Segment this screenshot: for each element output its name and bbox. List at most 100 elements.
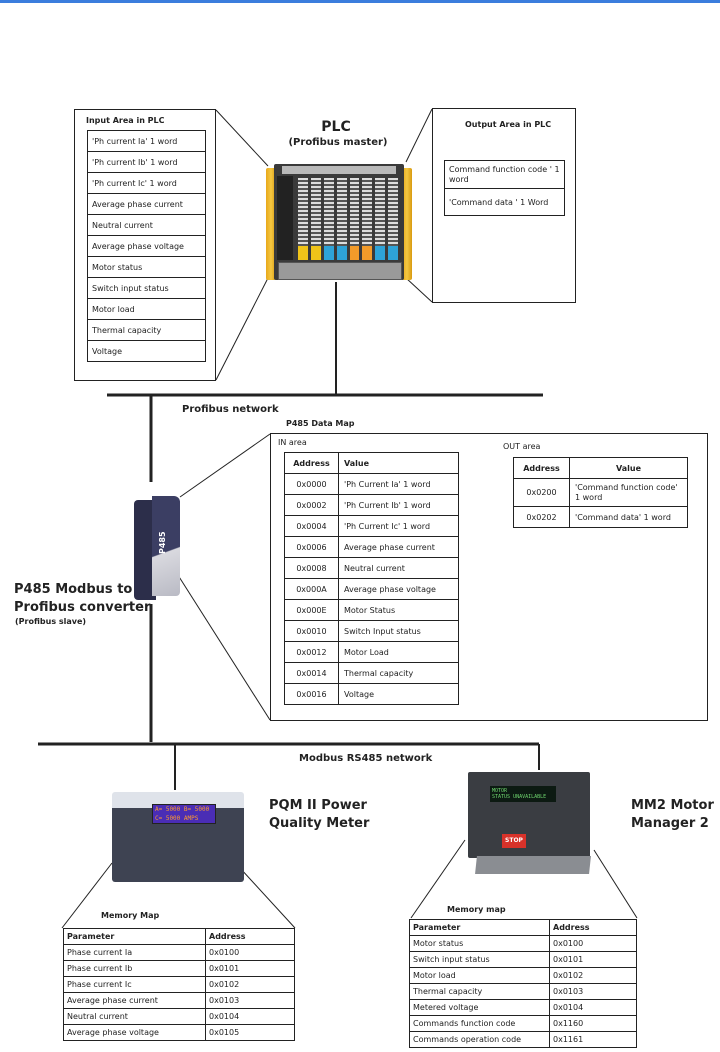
list-item: 'Ph current Ib' 1 word	[87, 151, 206, 173]
table-cell-key: Average phase current	[63, 992, 206, 1009]
plc-input-area-title: Input Area in PLC	[86, 116, 165, 125]
table-cell-value: 0x0103	[549, 983, 637, 1000]
plc-input-area-box: Input Area in PLC 'Ph current Ia' 1 word…	[74, 109, 216, 381]
list-item-label: Average phase voltage	[87, 235, 206, 257]
pqm-title: PQM II Power Quality Meter	[269, 798, 370, 831]
plc-rail-right	[402, 168, 412, 280]
p485-map-callout-top	[179, 433, 271, 498]
p485-data-map-title: P485 Data Map	[286, 419, 355, 428]
table-cell-key: Neutral current	[63, 1008, 206, 1025]
plc-input-area-list: 'Ph current Ia' 1 word'Ph current Ib' 1 …	[87, 130, 206, 362]
plc-output-item: 'Command data ' 1 Word	[444, 188, 565, 216]
table-cell-value: 'Ph Current Ic' 1 word	[338, 515, 459, 537]
plc-title: PLC	[321, 119, 351, 135]
table-cell-value: Average phase voltage	[338, 578, 459, 600]
table-cell-value: Motor Load	[338, 641, 459, 663]
list-item: Motor status	[87, 256, 206, 278]
table-row: 0x0202 'Command data' 1 word	[513, 506, 688, 528]
table-cell-value: 0x0102	[205, 976, 295, 993]
plc-output-area-title: Output Area in PLC	[465, 120, 552, 129]
p485-out-header-row: Address Value	[513, 457, 688, 479]
p485-device-image: P485	[134, 496, 180, 604]
table-cell-key: 0x0014	[284, 662, 339, 684]
p485-device-text: P485	[158, 531, 167, 554]
pqm-device-image: A= 5000 B= 5000 C= 5000 AMPS	[112, 792, 244, 884]
plc-output-callout-top	[405, 108, 433, 163]
table-cell-key: Phase current Ic	[63, 976, 206, 993]
table-cell-value: 0x0104	[205, 1008, 295, 1025]
list-item: Thermal capacity	[87, 319, 206, 341]
list-item: Average phase voltage	[87, 235, 206, 257]
list-item-label: Motor status	[87, 256, 206, 278]
table-row: 0x0200 'Command function code' 1 word	[513, 478, 688, 507]
list-item: Switch input status	[87, 277, 206, 299]
table-cell-key: Motor load	[409, 967, 550, 984]
table-cell-key: Phase current Ib	[63, 960, 206, 977]
list-item-label: Motor load	[87, 298, 206, 320]
pqm-header-row: Parameter Address	[63, 928, 295, 945]
p485-in-header-row: Address Value	[284, 452, 459, 474]
table-cell-key: 0x0012	[284, 641, 339, 663]
table-cell-key: Thermal capacity	[409, 983, 550, 1000]
table-cell-value: 0x0103	[205, 992, 295, 1009]
table-cell-key: 0x000E	[284, 599, 339, 621]
table-cell-key: Motor status	[409, 935, 550, 952]
table-cell-value: 0x0100	[205, 944, 295, 961]
plc-output-area-box: Output Area in PLC Command function code…	[432, 108, 576, 303]
table-cell-key: Commands operation code	[409, 1031, 550, 1048]
list-item: 'Ph current Ia' 1 word	[87, 130, 206, 152]
table-cell-value: Neutral current	[338, 557, 459, 579]
table-cell-key: 0x0004	[284, 515, 339, 537]
table-cell-key: Commands function code	[409, 1015, 550, 1032]
list-item-label: Voltage	[87, 340, 206, 362]
table-cell-key: 0x0016	[284, 683, 339, 705]
table-cell-value: 0x0104	[549, 999, 637, 1016]
table-cell-key: 0x0008	[284, 557, 339, 579]
table-row: 0x0004'Ph Current Ic' 1 word	[284, 515, 459, 537]
p485-map-callout-bottom	[175, 571, 271, 721]
table-cell-value: 'Ph Current Ia' 1 word	[338, 473, 459, 495]
mm2-title: MM2 Motor Manager 2	[631, 798, 714, 831]
table-cell-key: 0x0010	[284, 620, 339, 642]
p485-out-area-label: OUT area	[503, 442, 541, 451]
list-item-label: Thermal capacity	[87, 319, 206, 341]
p485-data-map-box: IN area Address Value 0x0000'Ph Current …	[270, 433, 708, 721]
list-item-label: 'Ph current Ib' 1 word	[87, 151, 206, 173]
p485-in-area-table: Address Value 0x0000'Ph Current Ia' 1 wo…	[284, 452, 459, 705]
mm2-header-row: Parameter Address	[409, 919, 637, 936]
plc-rail-left	[266, 168, 276, 280]
table-cell-value: Average phase current	[338, 536, 459, 558]
list-item-label: 'Ph current Ic' 1 word	[87, 172, 206, 194]
plc-input-callout-top	[215, 109, 269, 167]
plc-output-area-list: Command function code ' 1 word 'Command …	[444, 160, 565, 216]
table-cell-value: 0x1160	[549, 1015, 637, 1032]
mm2-device-image: MOTOR STATUS UNAVAILABLE STOP	[468, 772, 591, 878]
table-cell-value: 0x0101	[549, 951, 637, 968]
table-cell-value: Motor Status	[338, 599, 459, 621]
plc-device-image	[266, 160, 412, 282]
table-cell-value: 0x1161	[549, 1031, 637, 1048]
table-cell-key: 0x000A	[284, 578, 339, 600]
mm2-memory-map-title: Memory map	[447, 905, 506, 914]
table-row: 0x0002'Ph Current Ib' 1 word	[284, 494, 459, 516]
table-cell-key: Average phase voltage	[63, 1024, 206, 1041]
table-cell-value: 0x0105	[205, 1024, 295, 1041]
list-item: 'Ph current Ic' 1 word	[87, 172, 206, 194]
table-cell-key: Phase current Ia	[63, 944, 206, 961]
